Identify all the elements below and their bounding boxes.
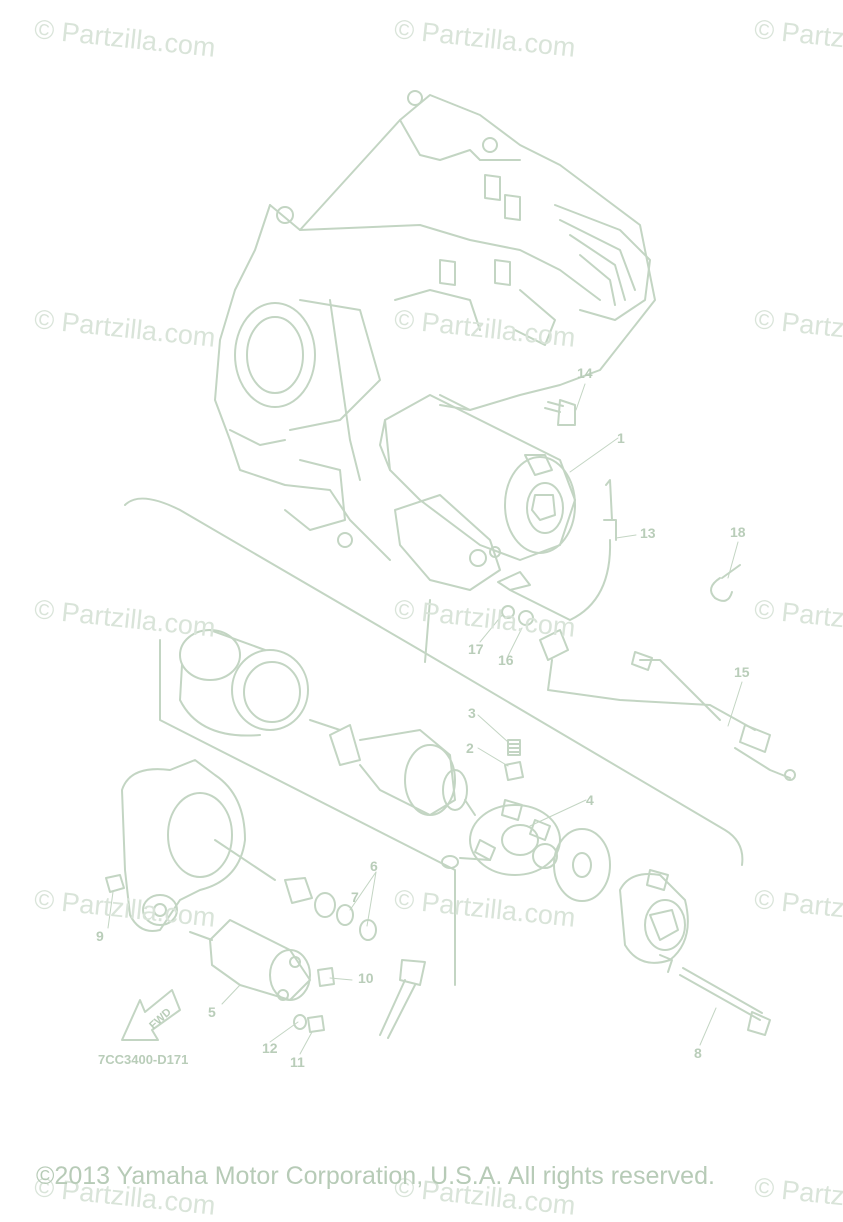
end-washer-drawing bbox=[553, 828, 611, 902]
fwd-arrow-icon bbox=[121, 989, 181, 1041]
rear-cover-drawing bbox=[619, 869, 689, 973]
copyright-notice: ©2013 Yamaha Motor Corporation, U.S.A. A… bbox=[36, 1162, 715, 1190]
callout-3[interactable]: 3 bbox=[468, 705, 476, 721]
washer-7-drawing bbox=[336, 904, 354, 926]
callout-10[interactable]: 10 bbox=[358, 970, 374, 986]
armature-drawing bbox=[309, 719, 476, 816]
exploded-view-bracket bbox=[124, 497, 744, 866]
callout-14[interactable]: 14 bbox=[577, 365, 593, 381]
lead-wire-13-drawing bbox=[497, 479, 617, 621]
bolt-14-drawing bbox=[544, 399, 576, 426]
through-bolt-8-drawing bbox=[679, 967, 771, 1036]
callout-6[interactable]: 6 bbox=[370, 858, 378, 874]
brush-2-drawing bbox=[504, 761, 524, 781]
nut-9-drawing bbox=[105, 874, 125, 893]
callout-11[interactable]: 11 bbox=[290, 1054, 305, 1070]
front-housing-drawing bbox=[121, 759, 276, 932]
callout-15[interactable]: 15 bbox=[734, 664, 750, 680]
brush-holder-4-drawing bbox=[441, 799, 561, 876]
yoke-drawing bbox=[179, 629, 309, 737]
callout-17[interactable]: 17 bbox=[468, 641, 484, 657]
leader-lines bbox=[107, 383, 743, 1055]
nut-11-drawing bbox=[307, 1015, 325, 1033]
callout-2[interactable]: 2 bbox=[466, 740, 474, 756]
bushing-drawing bbox=[284, 877, 313, 904]
callout-16[interactable]: 16 bbox=[498, 652, 514, 668]
wire-harness-15-drawing bbox=[539, 629, 796, 781]
washer-12-drawing bbox=[293, 1014, 307, 1030]
solenoid-5-drawing bbox=[189, 919, 311, 1001]
callout-5[interactable]: 5 bbox=[208, 1004, 216, 1020]
spring-3-drawing bbox=[507, 739, 521, 756]
callout-7[interactable]: 7 bbox=[351, 889, 359, 905]
callout-12[interactable]: 12 bbox=[262, 1040, 278, 1056]
callout-8[interactable]: 8 bbox=[694, 1045, 702, 1061]
callout-1[interactable]: 1 bbox=[617, 430, 625, 446]
starter-motor-assembled bbox=[379, 394, 576, 591]
washer-16-drawing bbox=[518, 610, 534, 626]
drawing-code: 7CC3400-D171 bbox=[98, 1052, 189, 1067]
callout-18[interactable]: 18 bbox=[730, 524, 746, 540]
clip-18-drawing bbox=[710, 564, 741, 602]
callout-4[interactable]: 4 bbox=[586, 792, 594, 808]
bearing-drawing bbox=[532, 843, 558, 869]
nut-10-drawing bbox=[317, 967, 335, 987]
callout-13[interactable]: 13 bbox=[640, 525, 656, 541]
washer-17-drawing bbox=[501, 605, 515, 619]
callout-9[interactable]: 9 bbox=[96, 928, 104, 944]
lever-drawing bbox=[379, 959, 426, 1039]
washer-6-drawing bbox=[314, 892, 336, 918]
crankcase-drawing bbox=[214, 90, 656, 561]
